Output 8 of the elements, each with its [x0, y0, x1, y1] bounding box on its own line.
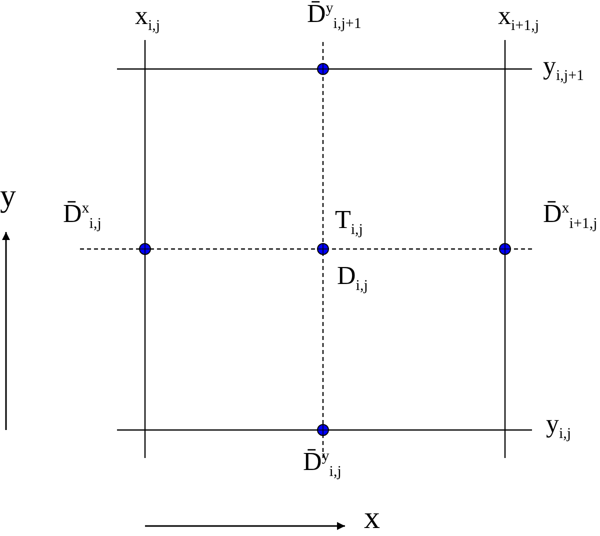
- math-label: T$_{i,j}$: [335, 206, 363, 239]
- math-label: x$_{i,j}$: [135, 2, 160, 35]
- axis-label: y: [0, 178, 16, 214]
- math-label: D$_{i,j}$: [337, 262, 368, 295]
- math-label: x$_{i+1,j}$: [498, 2, 540, 35]
- math-label: y$_{i,j}$: [546, 410, 572, 443]
- math-label: y$_{i,j+1}$: [543, 52, 584, 85]
- axis-label: x: [364, 500, 380, 536]
